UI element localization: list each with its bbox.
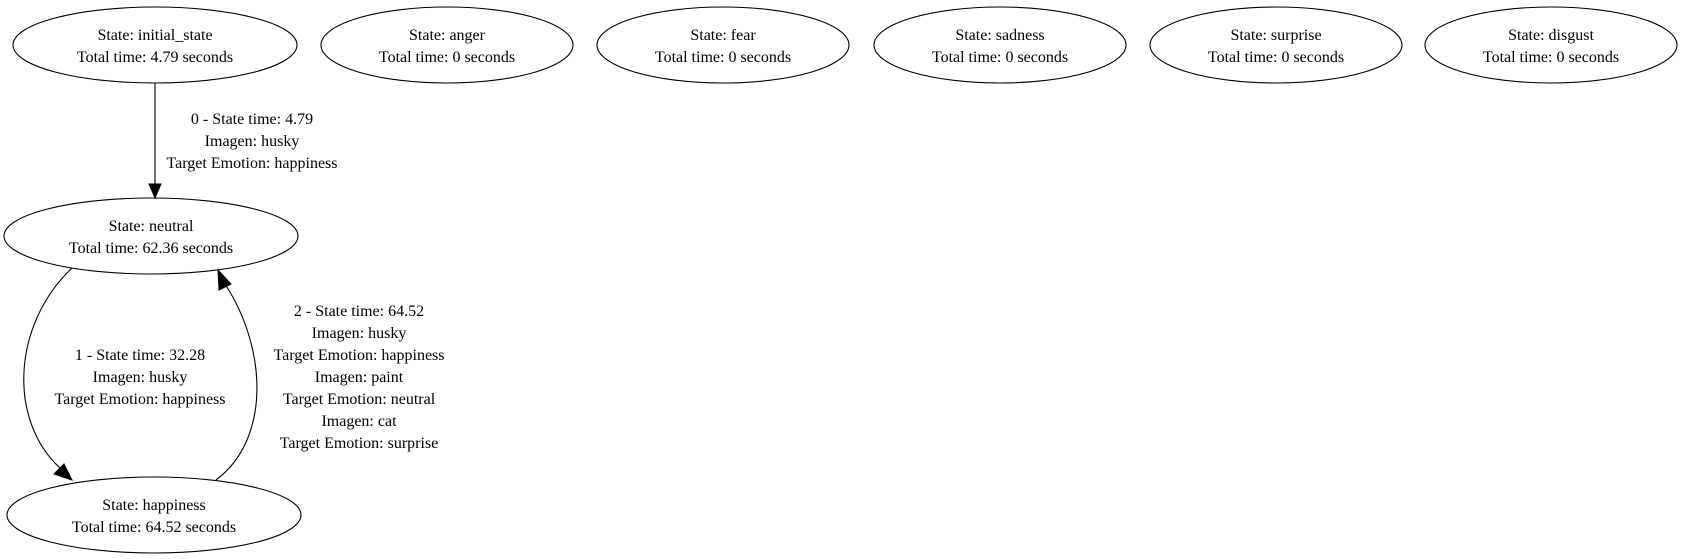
edge-initial-to-neutral-arrowhead xyxy=(148,183,162,200)
node-initial-state: State: initial_state Total time: 4.79 se… xyxy=(12,6,298,84)
edge-1-label-line-1: 1 - State time: 32.28 xyxy=(75,347,205,364)
node-surprise-title: State: surprise xyxy=(1230,27,1321,44)
edge-neutral-to-happiness-arrowhead xyxy=(53,463,73,481)
edge-1-label-line-3: Target Emotion: happiness xyxy=(55,391,226,408)
node-anger: State: anger Total time: 0 seconds xyxy=(320,6,574,84)
node-sadness-title: State: sadness xyxy=(955,27,1044,44)
node-surprise: State: surprise Total time: 0 seconds xyxy=(1149,6,1403,84)
node-happiness: State: happiness Total time: 64.52 secon… xyxy=(6,476,302,554)
node-initial-state-title: State: initial_state xyxy=(97,27,212,44)
edge-2-label-line-3: Target Emotion: happiness xyxy=(274,347,445,364)
node-neutral: State: neutral Total time: 62.36 seconds xyxy=(3,197,299,275)
edge-2-label-line-4: Imagen: paint xyxy=(315,369,404,386)
edge-2-label-line-2: Imagen: husky xyxy=(312,325,407,342)
edge-0-label-line-3: Target Emotion: happiness xyxy=(167,155,338,172)
edge-initial-to-neutral: 0 - State time: 4.79 Imagen: husky Targe… xyxy=(148,83,338,200)
node-disgust-title: State: disgust xyxy=(1508,27,1594,44)
node-anger-title: State: anger xyxy=(409,27,486,44)
node-fear-time: Total time: 0 seconds xyxy=(655,49,791,66)
node-happiness-title: State: happiness xyxy=(102,497,206,514)
node-anger-time: Total time: 0 seconds xyxy=(379,49,515,66)
edge-1-label-line-2: Imagen: husky xyxy=(93,369,188,386)
edge-0-label-line-2: Imagen: husky xyxy=(205,133,300,150)
edge-2-label-line-1: 2 - State time: 64.52 xyxy=(294,303,424,320)
node-disgust-time: Total time: 0 seconds xyxy=(1483,49,1619,66)
node-disgust: State: disgust Total time: 0 seconds xyxy=(1424,6,1678,84)
node-sadness: State: sadness Total time: 0 seconds xyxy=(873,6,1127,84)
edge-0-label-line-1: 0 - State time: 4.79 xyxy=(191,111,313,128)
node-sadness-time: Total time: 0 seconds xyxy=(932,49,1068,66)
node-surprise-time: Total time: 0 seconds xyxy=(1208,49,1344,66)
node-fear: State: fear Total time: 0 seconds xyxy=(596,6,850,84)
edge-happiness-to-neutral-line xyxy=(215,283,258,481)
node-happiness-time: Total time: 64.52 seconds xyxy=(72,519,236,536)
node-initial-state-time: Total time: 4.79 seconds xyxy=(77,49,233,66)
node-fear-title: State: fear xyxy=(690,27,756,44)
edge-neutral-to-happiness: 1 - State time: 32.28 Imagen: husky Targ… xyxy=(23,267,226,481)
edge-happiness-to-neutral-arrowhead xyxy=(217,268,232,291)
edge-neutral-to-happiness-line xyxy=(23,267,73,469)
edge-2-label-line-5: Target Emotion: neutral xyxy=(283,391,436,408)
edge-2-label-line-6: Imagen: cat xyxy=(321,413,397,430)
edge-happiness-to-neutral: 2 - State time: 64.52 Imagen: husky Targ… xyxy=(215,268,445,481)
node-neutral-title: State: neutral xyxy=(109,218,194,235)
node-neutral-time: Total time: 62.36 seconds xyxy=(69,240,233,257)
edge-2-label-line-7: Target Emotion: surprise xyxy=(280,435,439,452)
